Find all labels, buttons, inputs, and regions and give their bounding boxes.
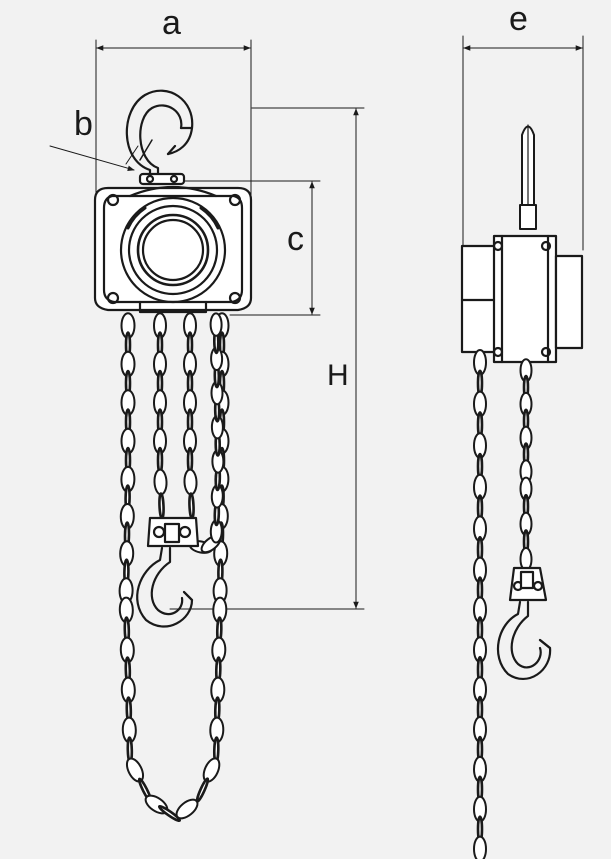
label-e: e — [509, 0, 528, 38]
chain-link — [175, 798, 199, 820]
hand-chain-left — [118, 312, 182, 823]
chain-link — [202, 757, 221, 783]
side-hand-chain — [473, 349, 487, 859]
side-top-hook — [519, 124, 537, 230]
chain-link — [195, 777, 210, 803]
load-chain-inner-left — [153, 312, 168, 520]
hoist-body — [93, 185, 253, 314]
chain-link — [158, 492, 165, 520]
chain-link — [473, 835, 487, 859]
label-b: b — [74, 105, 93, 143]
label-a: a — [162, 4, 181, 42]
chain-link — [153, 468, 168, 496]
bottom-hook-front — [136, 516, 200, 628]
chain-link — [209, 312, 223, 337]
dimension-b — [49, 145, 139, 171]
dimension-e — [462, 35, 584, 251]
side-body — [460, 234, 584, 364]
chain-loop-bottom — [188, 312, 225, 554]
chain-link — [188, 492, 195, 520]
dimension-h — [169, 107, 365, 610]
top-hook — [125, 89, 194, 186]
chain-link — [125, 757, 145, 783]
side-load-chain — [519, 358, 533, 572]
label-h: H — [327, 359, 349, 392]
dimension-c — [179, 180, 321, 316]
side-bottom-hook — [497, 566, 552, 680]
load-chain-inner-right — [183, 312, 198, 520]
chain-link — [157, 804, 182, 823]
chain-link — [183, 468, 198, 496]
label-c: c — [287, 220, 304, 258]
